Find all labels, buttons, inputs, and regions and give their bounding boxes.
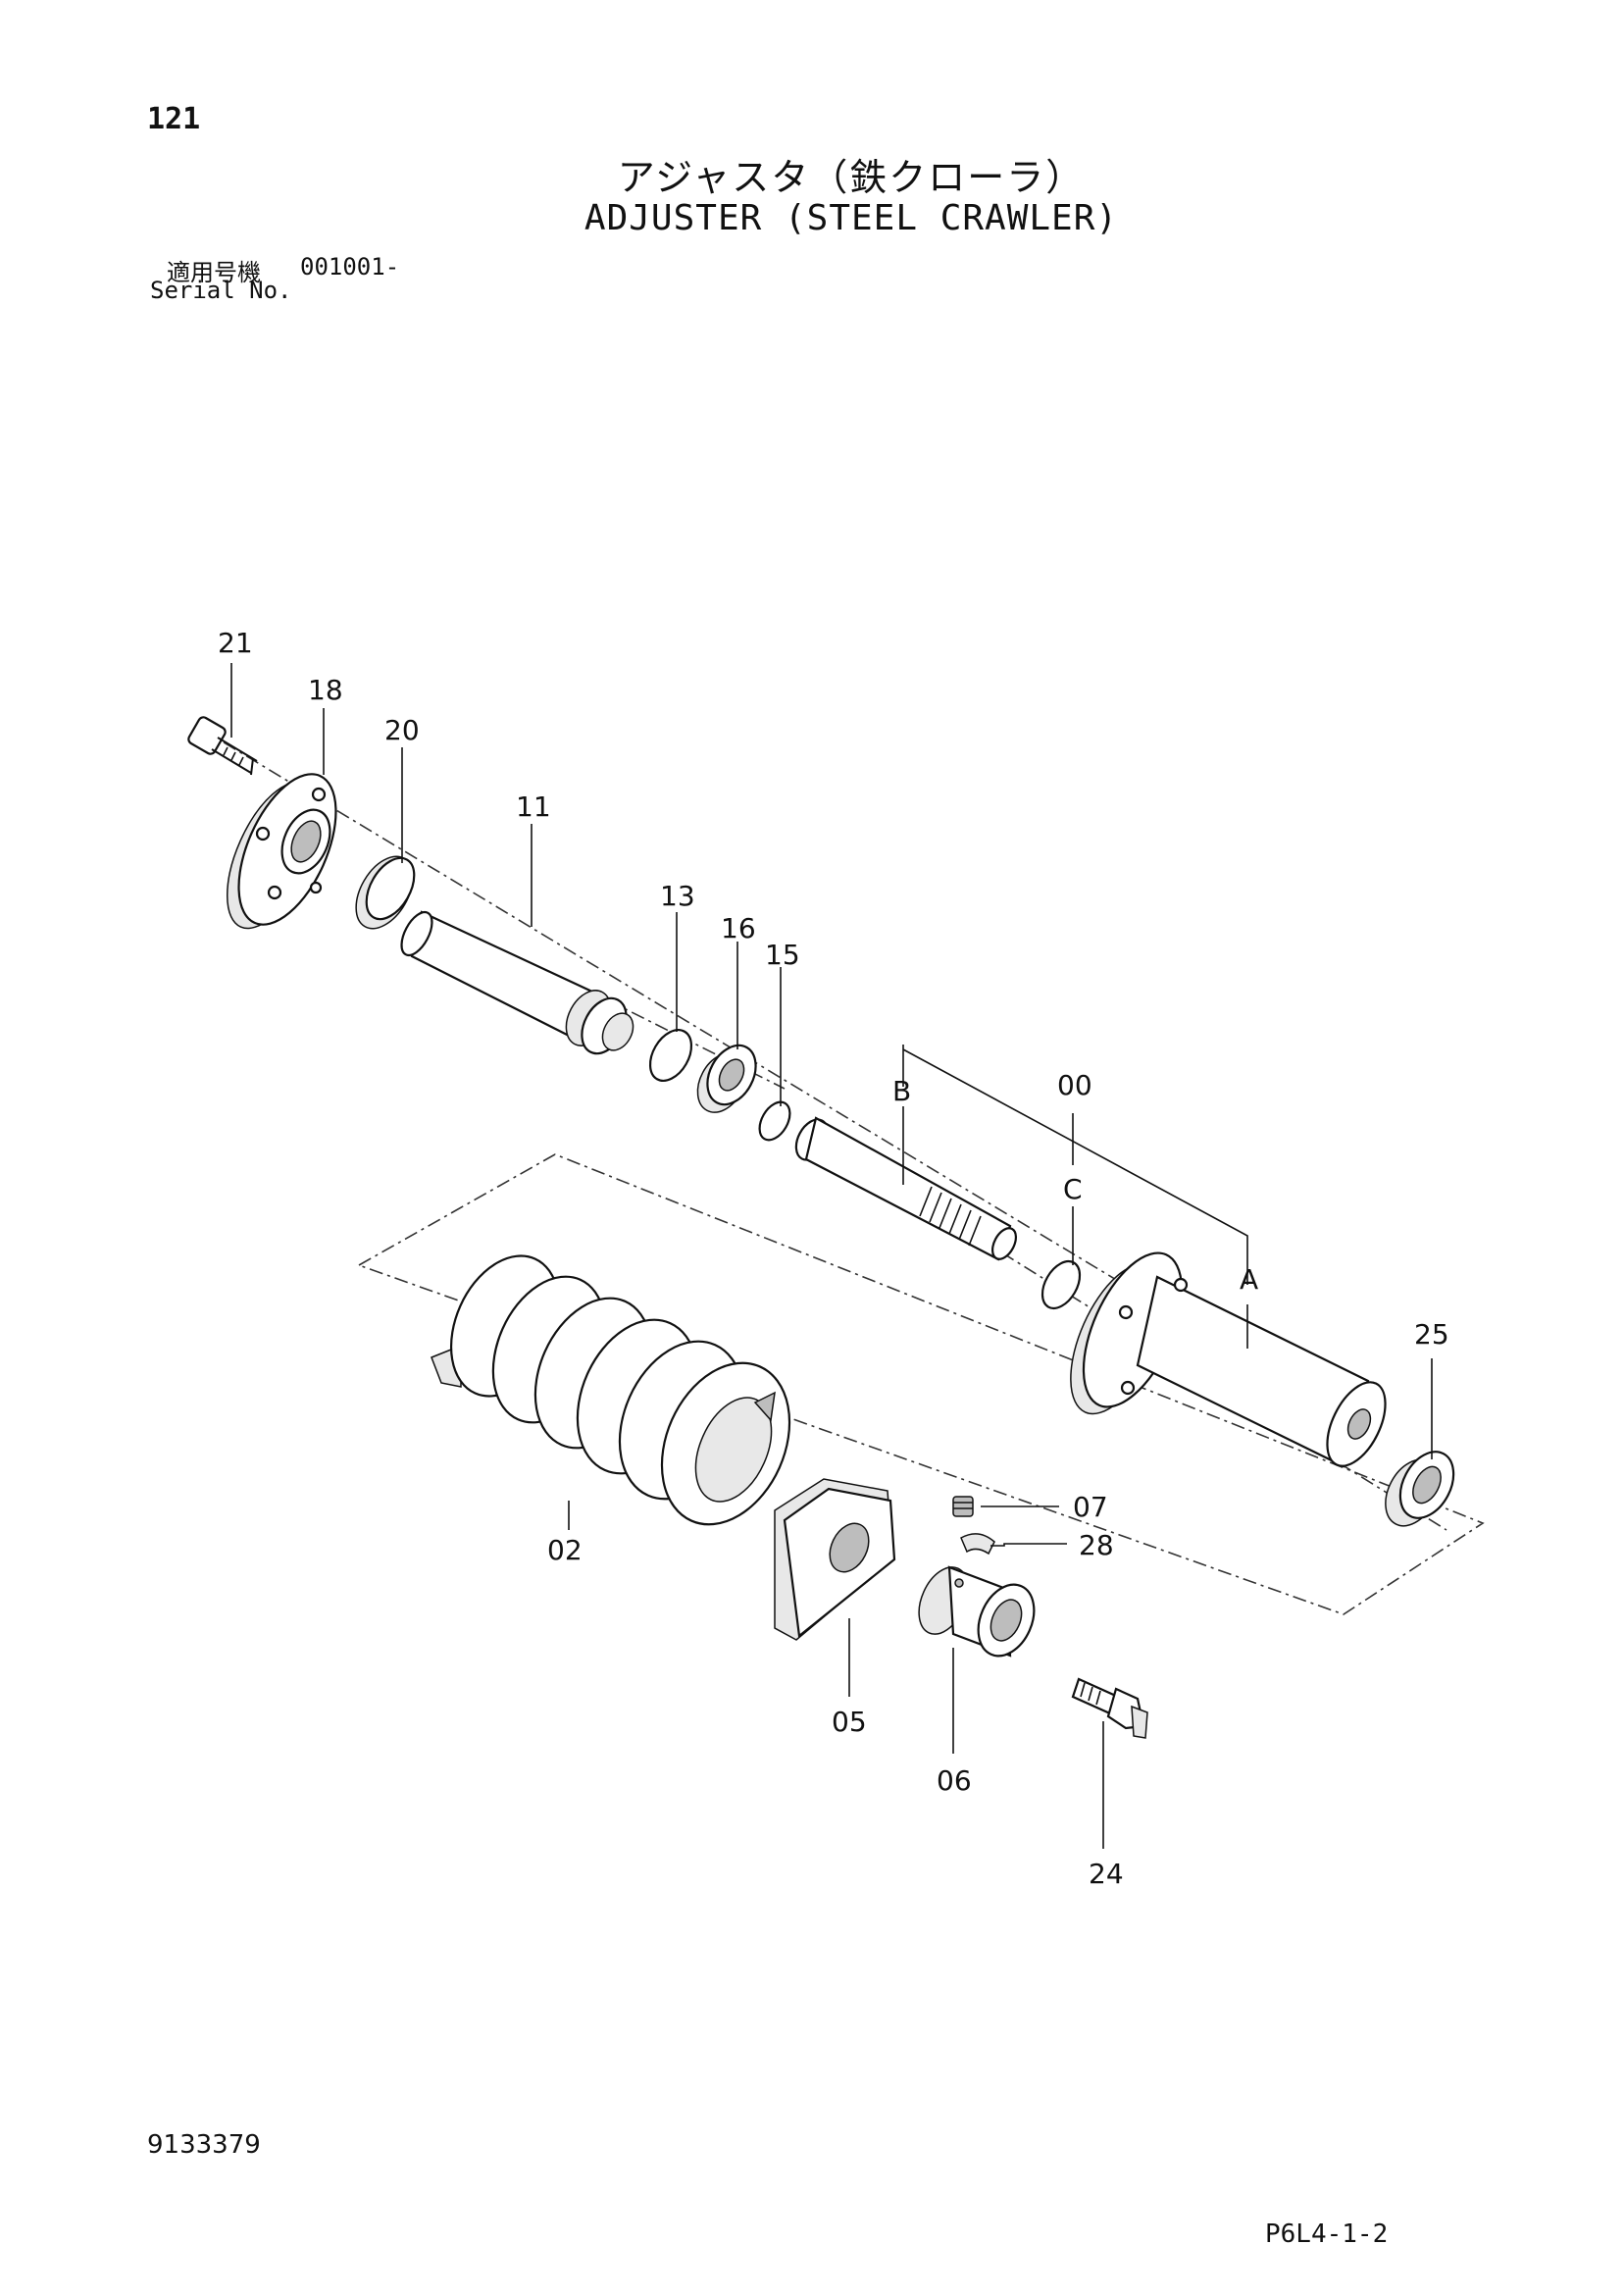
body-06 bbox=[918, 1565, 1036, 1658]
serial-label-japanese: 適用号機 bbox=[167, 259, 261, 286]
callout-13: 13 bbox=[660, 880, 695, 912]
callout-15: 15 bbox=[765, 939, 800, 971]
callout-21: 21 bbox=[218, 627, 253, 659]
serial-code: 001001- bbox=[300, 253, 400, 281]
bushing-25 bbox=[1385, 1451, 1455, 1527]
seal-20 bbox=[355, 855, 416, 930]
callout-28: 28 bbox=[1079, 1529, 1114, 1561]
o-ring-C bbox=[1040, 1260, 1082, 1309]
o-ring-15 bbox=[758, 1100, 791, 1142]
spring-group-boundary bbox=[357, 1153, 1485, 1615]
callout-A: A bbox=[1240, 1263, 1258, 1296]
key-28 bbox=[960, 1533, 995, 1556]
callout-02: 02 bbox=[547, 1534, 583, 1566]
callout-25: 25 bbox=[1414, 1318, 1449, 1351]
leader-lines bbox=[230, 663, 1433, 1849]
bolt-21 bbox=[187, 716, 258, 776]
callout-C: C bbox=[1063, 1173, 1083, 1205]
housing-A bbox=[1070, 1251, 1387, 1468]
serial-label-english: Serial No. bbox=[150, 277, 292, 304]
cylinder-11 bbox=[400, 910, 634, 1055]
callout-24: 24 bbox=[1089, 1858, 1124, 1890]
title-english: ADJUSTER (STEEL CRAWLER) bbox=[584, 198, 1119, 238]
flange-18 bbox=[226, 773, 337, 930]
callout-07: 07 bbox=[1073, 1491, 1108, 1523]
page-code: P6L4-1-2 bbox=[1265, 2219, 1389, 2249]
valve-24 bbox=[1071, 1677, 1148, 1739]
bracket-05 bbox=[774, 1478, 896, 1641]
nipple-07 bbox=[952, 1496, 974, 1517]
spring-02 bbox=[431, 1254, 791, 1526]
callout-16: 16 bbox=[721, 912, 756, 944]
rod-B bbox=[794, 1116, 1018, 1261]
snap-ring-13 bbox=[648, 1029, 693, 1082]
bushing-16 bbox=[696, 1044, 757, 1113]
callout-05: 05 bbox=[832, 1706, 867, 1738]
callout-00: 00 bbox=[1057, 1069, 1092, 1101]
document-number: 9133379 bbox=[147, 2130, 261, 2160]
callout-06: 06 bbox=[937, 1764, 972, 1797]
title-japanese: アジャスタ（鉄クローラ） bbox=[617, 156, 1086, 199]
callout-18: 18 bbox=[308, 674, 343, 706]
callout-20: 20 bbox=[384, 714, 420, 746]
page-number: 121 bbox=[147, 102, 201, 136]
callout-B: B bbox=[892, 1075, 911, 1107]
callout-11: 11 bbox=[516, 791, 551, 823]
